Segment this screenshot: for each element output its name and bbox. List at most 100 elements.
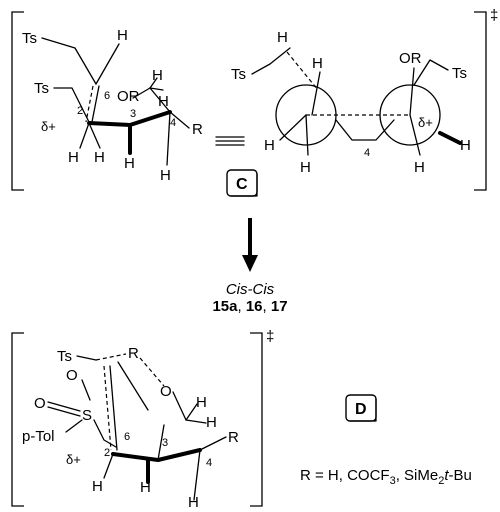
partial-bond-r-o bbox=[139, 357, 165, 387]
bond-c3-c4-d bbox=[156, 448, 202, 462]
bond-c2-h-d bbox=[103, 453, 114, 479]
ts-label-1: Ts bbox=[22, 30, 37, 47]
label-box-c: C bbox=[226, 169, 258, 197]
bond-newman-r-h-bold bbox=[438, 131, 462, 145]
bond-c4-ch2 bbox=[149, 87, 171, 113]
svg-text:D: D bbox=[355, 401, 367, 418]
or-label-c: OR bbox=[117, 88, 140, 105]
bond-o-ch2-d bbox=[172, 391, 187, 421]
left-bracket-d bbox=[11, 332, 24, 507]
transition-state-d: ‡ Ts R O O S p-Tol 6 O H H 2 δ+ 3 R bbox=[11, 328, 472, 511]
bond-c2-h bbox=[79, 122, 90, 149]
h-ring-d1: H bbox=[196, 394, 207, 411]
transition-state-c: ‡ Ts H 6 Ts 2 δ+ OR 3 H H R 4 H H H bbox=[11, 7, 498, 197]
h-newman-l2: H bbox=[264, 137, 275, 154]
h-top-c: H bbox=[117, 27, 128, 44]
ts-label-5: Ts bbox=[57, 348, 72, 365]
partial-bond-c6-c2-d bbox=[103, 365, 112, 451]
newman-ch2-bridge bbox=[335, 119, 395, 141]
bond-ts5 bbox=[76, 355, 97, 361]
dagger-c: ‡ bbox=[490, 7, 498, 24]
r-definition: R = H, COCF3, SiMe2t-Bu bbox=[300, 467, 472, 487]
bond-c2-c3-d bbox=[111, 452, 160, 462]
bond-c4-r bbox=[169, 111, 190, 129]
h-bottom-4-c: H bbox=[160, 167, 171, 184]
bond-ts1-ch2 bbox=[41, 37, 76, 49]
r-label-d-top: R bbox=[128, 345, 139, 362]
bond-s-ch2 bbox=[93, 419, 117, 448]
bond-c3-ring-up bbox=[157, 424, 165, 461]
bond-c3-c4 bbox=[128, 110, 172, 127]
r-label-d: R bbox=[228, 429, 239, 446]
bond-newman-l-h1 bbox=[311, 71, 321, 116]
ts-label-3: Ts bbox=[231, 66, 246, 83]
atom-num-6-d: 6 bbox=[124, 431, 130, 443]
bond-ts3 bbox=[251, 47, 291, 75]
delta-plus-newman: δ+ bbox=[418, 115, 433, 130]
atom-num-2-d: 2 bbox=[104, 447, 110, 459]
arrow-caption-line2: 15a, 16, 17 bbox=[212, 298, 287, 315]
partial-bond-newman bbox=[286, 51, 319, 91]
h-c2-c: H bbox=[68, 149, 79, 166]
atom-num-4-newman: 4 bbox=[364, 147, 370, 159]
bond-newman-l-h2 bbox=[279, 114, 307, 141]
bond-newman-r-ts bbox=[413, 59, 449, 86]
atom-num-2-c: 2 bbox=[77, 105, 83, 117]
bond-ch2-h-up bbox=[149, 87, 164, 91]
bond-c6-h bbox=[95, 43, 120, 85]
bond-c2-h-down bbox=[88, 122, 101, 149]
partial-bond-c6-c2 bbox=[85, 85, 94, 123]
bond-c4-r-d bbox=[199, 436, 227, 451]
right-bracket-c bbox=[474, 11, 487, 191]
equivalence-sign bbox=[215, 136, 245, 146]
atom-num-3-d: 3 bbox=[162, 437, 168, 449]
right-bracket-d bbox=[250, 332, 263, 507]
label-box-d: D bbox=[345, 394, 377, 422]
bond-s-ptol bbox=[65, 419, 83, 433]
bond-c4-h bbox=[166, 111, 171, 166]
bond-ts2-ch2 bbox=[53, 87, 90, 123]
bond-c2-c3 bbox=[87, 121, 132, 127]
h-newman-l3: H bbox=[300, 159, 311, 176]
delta-plus-d: δ+ bbox=[66, 452, 81, 467]
newman-circle-right bbox=[379, 84, 441, 146]
reaction-arrow bbox=[242, 218, 258, 272]
bond-s-o-top bbox=[81, 379, 91, 401]
atom-num-6-c: 6 bbox=[104, 90, 110, 102]
ts-label-4: Ts bbox=[452, 65, 467, 82]
bond-c6-ch-d bbox=[109, 365, 118, 451]
o-label-s-left: O bbox=[34, 395, 46, 412]
atom-num-3-c: 3 bbox=[130, 108, 136, 120]
bond-ch2-h1-d bbox=[185, 403, 198, 421]
h-c2-d: H bbox=[92, 478, 103, 495]
p-tol-label: p-Tol bbox=[22, 428, 55, 445]
bond-s-o-left-double bbox=[47, 401, 81, 417]
h-ring-1: H bbox=[158, 93, 169, 110]
ts-label-2: Ts bbox=[34, 80, 49, 97]
atom-num-4-c: 4 bbox=[170, 117, 176, 129]
arrow-caption-line1: Cis-Cis bbox=[226, 281, 275, 298]
bond-newman-l-h3 bbox=[305, 114, 309, 156]
left-bracket-c bbox=[11, 11, 24, 191]
bond-ch2-h2-d bbox=[185, 419, 207, 424]
h-c2b-c: H bbox=[94, 149, 105, 166]
atom-num-4-d: 4 bbox=[206, 457, 212, 469]
h-newman-l1: H bbox=[312, 55, 323, 72]
bond-c6-c2 bbox=[91, 85, 100, 123]
h-newman-r1: H bbox=[460, 137, 471, 154]
bond-ch2-o bbox=[132, 87, 151, 99]
bond-ch2-c6 bbox=[74, 47, 97, 85]
h-c3-c: H bbox=[124, 155, 135, 172]
partial-bond-s-r bbox=[95, 353, 127, 361]
s-label: S bbox=[82, 407, 92, 424]
h-ring-2: H bbox=[152, 67, 163, 84]
h-newman-top: H bbox=[277, 29, 288, 46]
bond-c6-ring bbox=[117, 361, 149, 411]
r-label-c: R bbox=[192, 121, 203, 138]
h-newman-r2: H bbox=[414, 159, 425, 176]
dagger-d: ‡ bbox=[266, 328, 274, 345]
h-ring-d2: H bbox=[206, 414, 217, 431]
bond-newman-r-h2 bbox=[409, 114, 421, 156]
bond-newman-r-or bbox=[409, 67, 415, 116]
